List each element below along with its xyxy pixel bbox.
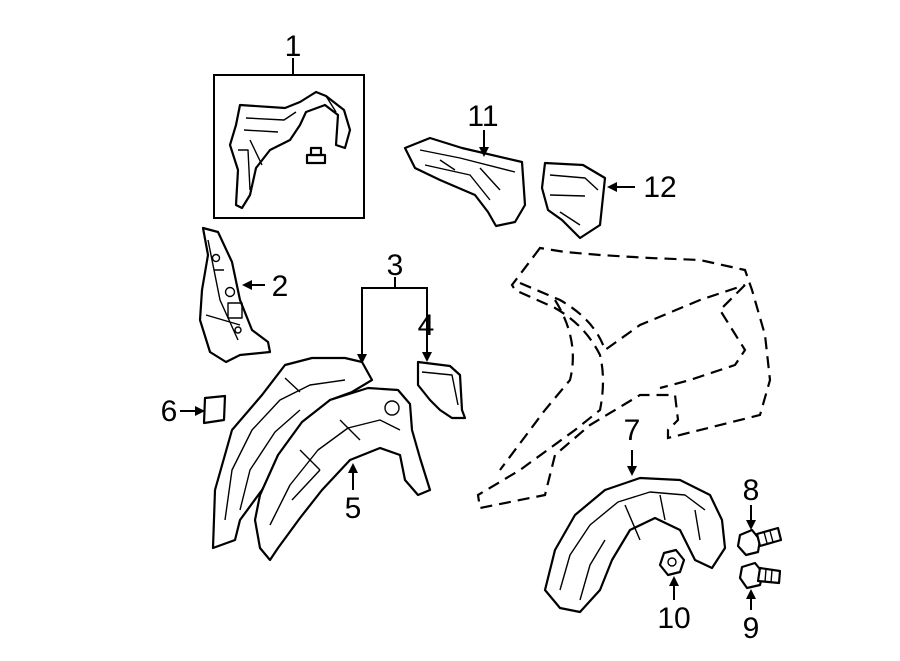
callout-6: 6 bbox=[161, 395, 178, 428]
quarter-panel-outline bbox=[476, 246, 772, 510]
callout-8: 8 bbox=[743, 474, 760, 507]
callout-10: 10 bbox=[657, 602, 690, 635]
part-3-outer-wheelhouse bbox=[211, 277, 428, 550]
part-7-wheel-liner bbox=[543, 450, 727, 614]
callout-2: 2 bbox=[272, 270, 289, 303]
callout-4: 4 bbox=[418, 309, 435, 342]
callout-3: 3 bbox=[387, 249, 404, 282]
part-1-bracket-assembly bbox=[213, 58, 365, 219]
part-8-bolt bbox=[736, 505, 783, 557]
callout-7: 7 bbox=[624, 414, 641, 447]
part-9-bolt bbox=[738, 561, 782, 610]
part-4-small-bracket bbox=[416, 340, 467, 420]
part-2-pillar-bracket bbox=[198, 226, 272, 364]
part-12-bracket bbox=[540, 161, 635, 240]
callout-1: 1 bbox=[285, 30, 302, 63]
part-11-rear-rail bbox=[403, 130, 527, 228]
callout-12: 12 bbox=[643, 171, 676, 204]
callout-5: 5 bbox=[345, 492, 362, 525]
callout-11: 11 bbox=[467, 100, 498, 133]
part-5-inner-wheelhouse bbox=[253, 386, 432, 562]
callout-9: 9 bbox=[743, 612, 760, 645]
part-6-pad bbox=[180, 394, 227, 425]
part-10-nut bbox=[658, 548, 686, 600]
